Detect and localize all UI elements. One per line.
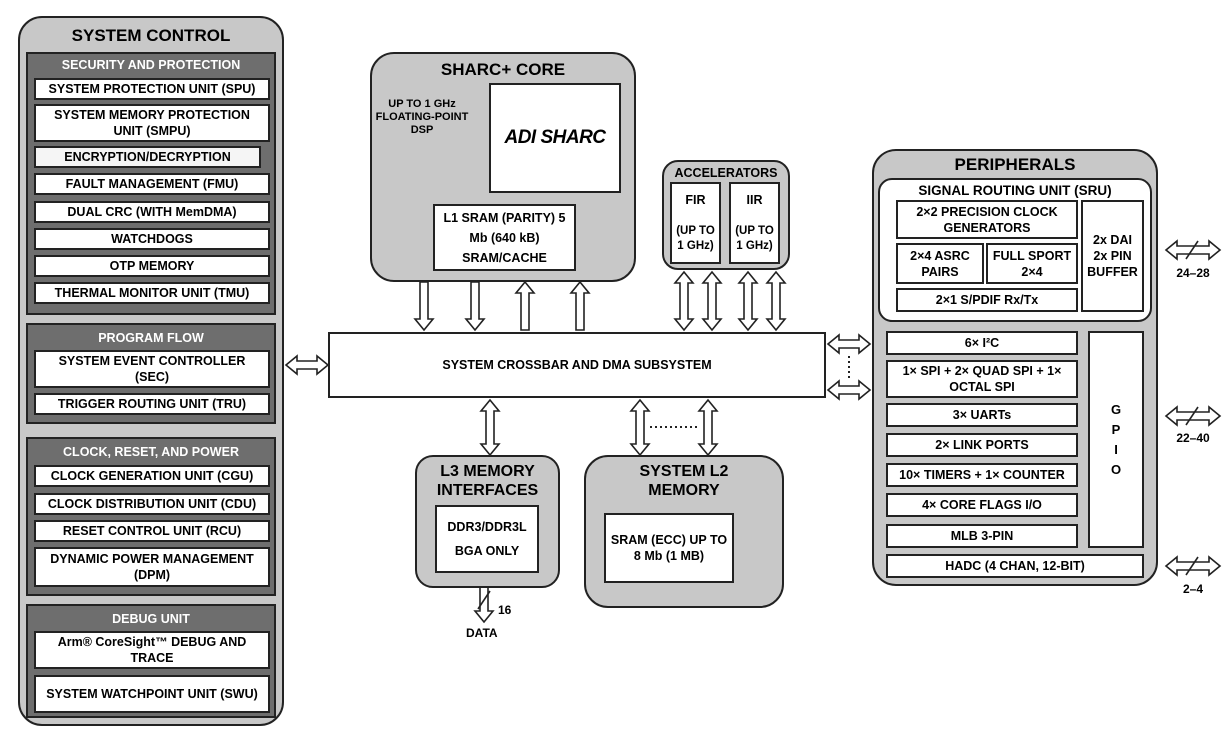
peripherals-title: PERIPHERALS: [954, 155, 1076, 174]
gpio-box: G P I O: [1088, 331, 1144, 548]
sru-pins-arrow: [1164, 239, 1222, 261]
cgu-box: CLOCK GENERATION UNIT (CGU): [34, 465, 270, 487]
rcu-box: RESET CONTROL UNIT (RCU): [34, 520, 270, 542]
crossbar-l2-arrow-1: [629, 398, 651, 457]
syscontrol-crossbar-arrow: [284, 354, 330, 376]
sru-title: SIGNAL ROUTING UNIT (SRU): [918, 183, 1112, 198]
sharc-core-title: SHARC+ CORE: [440, 60, 566, 79]
iir-box: IIR (UP TO 1 GHz): [729, 182, 780, 264]
link-ports-box: 2× LINK PORTS: [886, 433, 1078, 457]
security-title: SECURITY AND PROTECTION: [61, 58, 241, 72]
iir-speed: (UP TO 1 GHz): [735, 225, 774, 252]
i2c-box: 6× I²C: [886, 331, 1078, 355]
swu-box: SYSTEM WATCHPOINT UNIT (SWU): [34, 675, 270, 713]
watchdogs-box: WATCHDOGS: [34, 228, 270, 250]
sru-pins-slash: [1185, 240, 1199, 260]
pins-label-sru: 24–28: [1176, 266, 1210, 280]
fir-speed: (UP TO 1 GHz): [676, 225, 715, 252]
coresight-box: Arm® CoreSight™ DEBUG AND TRACE: [34, 631, 270, 669]
crc-box: DUAL CRC (WITH MemDMA): [34, 201, 270, 223]
iir-label: IIR: [746, 193, 763, 207]
dai-box: 2x DAI 2x PIN BUFFER: [1081, 200, 1144, 312]
l3-memory-title: L3 MEMORY INTERFACES: [436, 463, 539, 499]
asrc-box: 2×4 ASRC PAIRS: [896, 243, 984, 284]
core-up-arrow-2: [569, 280, 591, 331]
otp-box: OTP MEMORY: [34, 255, 270, 277]
clock-reset-power-title: CLOCK, RESET, AND POWER: [63, 445, 239, 459]
crossbar-l3-arrow: [479, 398, 501, 457]
tmu-box: THERMAL MONITOR UNIT (TMU): [34, 282, 270, 304]
hadc-box: HADC (4 CHAN, 12-BIT): [886, 554, 1144, 578]
data-bus-label: DATA: [466, 626, 498, 640]
sec-box: SYSTEM EVENT CONTROLLER (SEC): [34, 350, 270, 388]
smpu-box: SYSTEM MEMORY PROTECTION UNIT (SMPU): [34, 104, 270, 142]
accel-arrow-4: [765, 270, 787, 332]
accelerators-title: ACCELERATORS: [674, 166, 778, 180]
l2-memory-title: SYSTEM L2 MEMORY: [639, 463, 729, 499]
cdu-box: CLOCK DISTRIBUTION UNIT (CDU): [34, 493, 270, 515]
l2-sram-box: SRAM (ECC) UP TO 8 Mb (1 MB): [604, 513, 734, 583]
pins-label-gpio: 22–40: [1176, 431, 1210, 445]
core-flags-box: 4× CORE FLAGS I/O: [886, 493, 1078, 517]
core-down-arrow-1: [413, 281, 435, 332]
fir-label: FIR: [685, 193, 706, 207]
core-down-arrow-2: [464, 281, 486, 332]
crossbar-l2-arrow-2: [697, 398, 719, 457]
precision-clock-box: 2×2 PRECISION CLOCK GENERATORS: [896, 200, 1078, 239]
fir-box: FIR (UP TO 1 GHz): [670, 182, 721, 264]
system-control-title: SYSTEM CONTROL: [71, 26, 231, 45]
hadc-pins-arrow: [1164, 555, 1222, 577]
sport-box: FULL SPORT 2×4: [986, 243, 1078, 284]
tru-box: TRIGGER ROUTING UNIT (TRU): [34, 393, 270, 415]
hadc-pins-slash: [1185, 556, 1199, 576]
crossbar-box: SYSTEM CROSSBAR AND DMA SUBSYSTEM: [328, 332, 826, 398]
debug-title: DEBUG UNIT: [112, 612, 190, 626]
accel-arrow-2: [701, 270, 723, 332]
mlb-box: MLB 3-PIN: [886, 524, 1078, 548]
accel-arrow-3: [737, 270, 759, 332]
fmu-box: FAULT MANAGEMENT (FMU): [34, 173, 270, 195]
l1-sram-box: L1 SRAM (PARITY) 5 Mb (640 kB) SRAM/CACH…: [433, 204, 576, 271]
uarts-box: 3× UARTs: [886, 403, 1078, 427]
spi-box: 1× SPI + 2× QUAD SPI + 1× OCTAL SPI: [886, 360, 1078, 398]
gpio-pins-arrow: [1164, 405, 1222, 427]
spu-box: SYSTEM PROTECTION UNIT (SPU): [34, 78, 270, 100]
program-flow-title: PROGRAM FLOW: [98, 331, 204, 345]
gpio-pins-slash: [1185, 406, 1199, 426]
spdif-box: 2×1 S/PDIF Rx/Tx: [896, 288, 1078, 312]
timers-box: 10× TIMERS + 1× COUNTER: [886, 463, 1078, 487]
encryption-box: ENCRYPTION/DECRYPTION: [34, 146, 261, 168]
data-bus-slash: [477, 590, 491, 610]
core-up-arrow-1: [514, 280, 536, 331]
pins-label-hadc: 2–4: [1182, 582, 1204, 596]
dpm-box: DYNAMIC POWER MANAGEMENT (DPM): [34, 547, 270, 587]
crossbar-periph-arrow-1: [826, 333, 872, 355]
dsp-speed-label: UP TO 1 GHz FLOATING-POINT DSP: [375, 98, 469, 136]
accel-arrow-1: [673, 270, 695, 332]
adi-sharc-logo: ADI SHARC: [489, 83, 621, 193]
bus-width-label: 16: [498, 603, 512, 617]
crossbar-periph-arrow-2: [826, 379, 872, 401]
ddr-box: DDR3/DDR3L BGA ONLY: [435, 505, 539, 573]
